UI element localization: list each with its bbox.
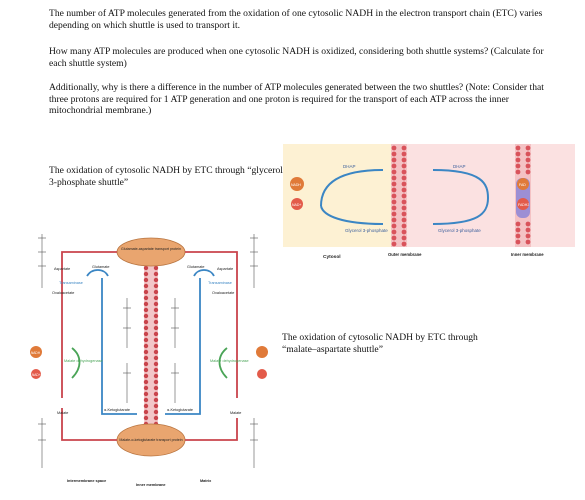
intermembrane-region (403, 144, 521, 247)
cytosol-label: Cytosol (323, 254, 341, 260)
dhap-label-left: DHAP (343, 164, 356, 169)
malate-dh-label-right: Malate dehydrogenase (210, 359, 249, 363)
inner-membrane (515, 144, 531, 247)
nad-label-left: NAD+ (32, 373, 41, 377)
aspartate-arrow-right (185, 251, 238, 398)
malate-shuttle-figure: Glutamate-aspartate transport protein Ma… (30, 234, 268, 487)
malate-akg-transporter: Malate-α-ketoglutarate transport protein (116, 423, 186, 457)
transaminase-label-left: Transaminase (59, 281, 83, 285)
malate-dh-arrow-left (71, 347, 81, 379)
chemical-structures (38, 234, 258, 468)
nadh-label-left: NADH (31, 351, 41, 355)
intermembrane-label: Intermembrane space (67, 479, 106, 483)
transaminase-loop-right (193, 269, 215, 277)
aspartate-label-right: Aspartate (217, 267, 233, 271)
malate-arrow-left (61, 408, 117, 441)
fadh2-label: FADH2 (518, 203, 529, 207)
oxaloacetate-label-right: Oxaloacetate (212, 291, 234, 295)
top-transporter-label: Glutamate-aspartate transport protein (121, 247, 181, 251)
outer-membrane (391, 144, 407, 247)
nad-label: NAD+ (292, 203, 301, 207)
malate-shuttle-caption: The oxidation of cytosolic NADH by ETC t… (282, 332, 478, 355)
nadh-molecule-icon-right (256, 346, 268, 358)
g3p-label-left: Glycerol 3-phosphate (345, 228, 388, 233)
bottom-transporter-label: Malate-α-ketoglutarate transport protein (119, 438, 182, 442)
transaminase-label-right: Transaminase (208, 281, 232, 285)
glutamate-label-left: Glutamate (92, 265, 110, 269)
nad-molecule-icon (291, 198, 303, 210)
cytosol-region (283, 144, 403, 247)
nadh-label: NADH (291, 183, 301, 187)
malate-arrow-right (185, 418, 238, 441)
malate-dh-label-left: Malate dehydrogenase (64, 359, 103, 363)
akg-label-left: α-Ketoglutarate (104, 408, 130, 412)
oxaloacetate-label-left: Oxaloacetate (52, 291, 74, 295)
nad-molecule-icon-right (257, 369, 267, 379)
glycerol-shuttle-figure: DHAP DHAP Glycerol 3-phosphate Glycerol … (283, 144, 575, 260)
nad-molecule-icon-left (31, 369, 41, 379)
fadh2-molecule-icon (517, 198, 529, 210)
fad-label: FAD (519, 183, 526, 187)
malate-dh-arrow-right (218, 347, 228, 379)
glutamate-aspartate-transporter: Glutamate-aspartate transport protein (116, 237, 186, 267)
nadh-molecule-icon (290, 177, 304, 191)
aspartate-arrow-left (61, 251, 117, 398)
dhap-label-right: DHAP (453, 164, 466, 169)
outer-membrane-label: Outer membrane (388, 252, 422, 257)
nadh-molecule-icon-left (30, 346, 42, 358)
inner-membrane-label: Inner membrane (511, 252, 544, 257)
malate-label-left: Malate (57, 411, 68, 415)
glycerol-shuttle-caption: The oxidation of cytosolic NADH by ETC t… (49, 165, 287, 188)
dhap-arrow-left (320, 169, 384, 207)
shuttle-loop-right (432, 169, 490, 225)
question-paragraph-3: Additionally, why is there a difference … (49, 82, 544, 117)
transaminase-loop-left (86, 269, 109, 277)
g3p-arrow-left (320, 205, 384, 225)
akg-label-right: α-Ketoglutarate (167, 408, 193, 412)
glutamate-arrow-left (101, 278, 137, 415)
central-inner-membrane (143, 258, 159, 438)
malate-label-right: Malate (230, 411, 241, 415)
aspartate-label-left: Aspartate (54, 267, 70, 271)
glutamate-arrow-right (165, 278, 201, 415)
matrix-label: Matrix (200, 479, 212, 483)
glutamate-label-right: Glutamate (187, 265, 205, 269)
g3p-label-right: Glycerol 3-phosphate (438, 228, 481, 233)
question-paragraph-2: How many ATP molecules are produced when… (49, 46, 544, 69)
question-paragraph-1: The number of ATP molecules generated fr… (49, 8, 543, 31)
fad-molecule-icon (517, 178, 529, 190)
inner-membrane-label-malate: Inner membrane (136, 483, 166, 487)
